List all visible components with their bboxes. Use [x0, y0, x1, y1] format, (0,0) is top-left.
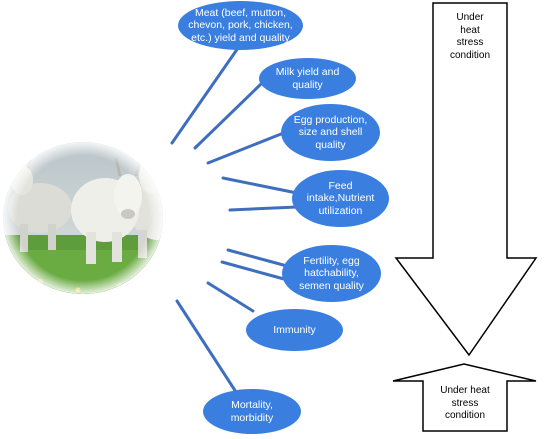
effect-egg: Egg production, size and shell quality: [281, 104, 380, 161]
effect-milk-label: Milk yield and quality: [275, 66, 340, 91]
effect-fertility-label: Fertility, egg hatchability, semen quali…: [299, 254, 364, 292]
connector-fertility: [226, 248, 289, 268]
effect-egg-label: Egg production, size and shell quality: [293, 113, 368, 151]
connector-feed: [221, 176, 299, 195]
connector-lines: [170, 46, 299, 394]
up-arrow-label: Under heat stress condition: [440, 385, 490, 421]
effect-fertility: Fertility, egg hatchability, semen quali…: [282, 245, 381, 302]
connector-nutrient: [228, 205, 299, 212]
effect-meat-label: Meat (beef, mutton, chevon, pork, chicke…: [188, 6, 293, 44]
connector-immunity: [206, 281, 255, 313]
cattle-photo: [3, 142, 163, 294]
down-arrow: [394, 2, 538, 357]
effect-mortality: Mortality, morbidity: [203, 389, 301, 434]
connector-mortality: [175, 299, 238, 394]
effect-mortality-label: Mortality, morbidity: [230, 399, 274, 424]
effect-immunity: Immunity: [246, 309, 343, 351]
connector-egg: [206, 130, 288, 165]
connector-milk: [193, 81, 264, 150]
down-arrow-label: Under heat stress condition: [449, 12, 491, 61]
effect-immunity-label: Immunity: [273, 323, 316, 336]
up-arrow: [392, 363, 537, 432]
effect-feed: Feed intake,Nutrient utilization: [292, 170, 389, 227]
effect-meat: Meat (beef, mutton, chevon, pork, chicke…: [178, 1, 303, 50]
connector-fertility-2: [220, 260, 286, 281]
effect-milk: Milk yield and quality: [259, 58, 356, 99]
connector-meat: [170, 46, 240, 145]
effect-feed-label: Feed intake,Nutrient utilization: [306, 179, 375, 217]
